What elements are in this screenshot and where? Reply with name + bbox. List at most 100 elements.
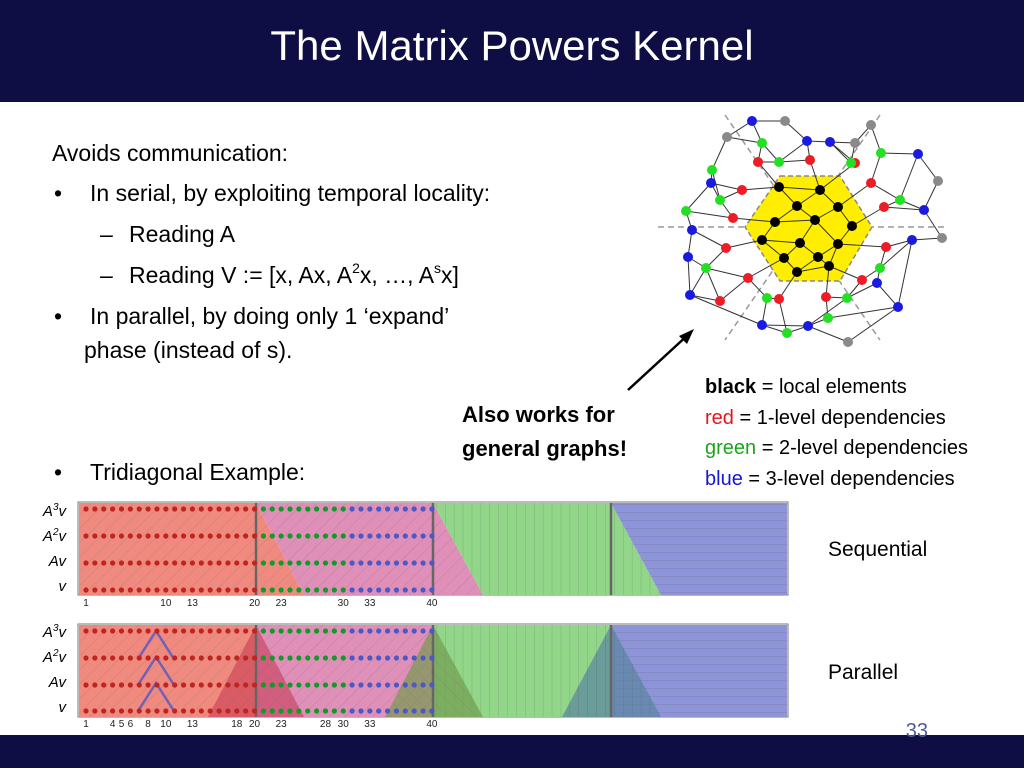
- graph-edge: [809, 159, 821, 191]
- dot: [216, 708, 222, 714]
- dot: [296, 682, 302, 688]
- bullet-tridiagonal: Tridiagonal Example:: [90, 459, 306, 485]
- dot: [127, 560, 133, 566]
- dot: [225, 533, 231, 539]
- legend-black: black = local elements: [705, 376, 907, 398]
- dot: [376, 655, 382, 661]
- dot: [154, 708, 160, 714]
- dot: [127, 682, 133, 688]
- dot: [376, 708, 382, 714]
- dot: [384, 708, 391, 714]
- dot: [172, 655, 178, 661]
- dot: [180, 655, 187, 661]
- dot: [331, 628, 337, 634]
- graph-edge: [870, 152, 882, 184]
- graph-node: [757, 320, 767, 330]
- dot: [127, 708, 133, 714]
- graph-node: [821, 292, 831, 302]
- dot: [225, 506, 231, 512]
- tick-label: 28: [320, 719, 332, 730]
- dot: [127, 533, 133, 539]
- dot: [110, 560, 116, 566]
- dot: [118, 655, 125, 661]
- graph-node: [866, 120, 876, 130]
- dot: [92, 628, 98, 634]
- sub-reading-v: Reading V := [x, Ax, A2x, …, Asx]: [129, 260, 459, 288]
- dot: [234, 533, 240, 539]
- graph-node: [805, 155, 815, 165]
- dot: [136, 682, 142, 688]
- graph-node: [846, 158, 856, 168]
- dot: [358, 628, 364, 634]
- graph-edge: [837, 243, 887, 248]
- graph-node: [737, 185, 747, 195]
- dot: [420, 628, 426, 634]
- dot: [127, 628, 133, 634]
- dot: [83, 533, 89, 539]
- dot: [376, 628, 382, 634]
- dot: [154, 587, 160, 593]
- graph-node: [779, 253, 789, 263]
- dot: [225, 655, 231, 661]
- dot: [154, 533, 160, 539]
- dot: [340, 587, 346, 593]
- dot: [402, 682, 408, 688]
- callout-line2: general graphs!: [462, 436, 628, 461]
- dot: [402, 655, 408, 661]
- dot: [216, 560, 222, 566]
- graph-node: [895, 195, 905, 205]
- graph-node: [757, 138, 767, 148]
- dot: [296, 506, 302, 512]
- graph-node: [824, 261, 834, 271]
- dot: [287, 682, 293, 688]
- graph-edge: [774, 219, 816, 223]
- dot: [429, 655, 435, 661]
- dot: [296, 628, 302, 634]
- graph-edge: [689, 267, 707, 296]
- graph-node: [825, 137, 835, 147]
- dot: [101, 628, 107, 634]
- dot: [145, 587, 151, 593]
- graph-node: [937, 233, 947, 243]
- graph-node: [770, 217, 780, 227]
- sub-reading-a: Reading A: [129, 221, 236, 247]
- graph-edge: [689, 294, 721, 302]
- dot: [225, 628, 231, 634]
- graph-node: [747, 116, 757, 126]
- tick-label: 20: [249, 598, 261, 609]
- tick-label: 4: [110, 719, 116, 730]
- dot: [145, 708, 151, 714]
- dot: [305, 587, 311, 593]
- dot: [314, 655, 320, 661]
- dot: [83, 506, 89, 512]
- dot: [296, 655, 302, 661]
- dot: [163, 708, 169, 714]
- bullet-dot: •: [54, 459, 63, 485]
- graph-node: [802, 136, 812, 146]
- dot: [287, 708, 293, 714]
- dot: [393, 682, 400, 688]
- tick-label: 1: [83, 598, 89, 609]
- dot: [145, 533, 151, 539]
- graph-edge: [879, 239, 913, 269]
- dot: [180, 587, 187, 593]
- general-graph: [658, 114, 947, 347]
- dot: [92, 655, 98, 661]
- graph-edge: [732, 217, 776, 223]
- dot: [101, 587, 107, 593]
- dot: [287, 655, 293, 661]
- graph-node: [857, 275, 867, 285]
- dot: [384, 533, 391, 539]
- dot: [411, 560, 417, 566]
- dot: [83, 708, 89, 714]
- tick-label: 5: [119, 719, 125, 730]
- dot: [101, 655, 107, 661]
- graph-edge: [726, 136, 763, 144]
- graph-node: [919, 205, 929, 215]
- graph-node: [774, 294, 784, 304]
- dot: [340, 708, 346, 714]
- graph-edge: [825, 265, 830, 298]
- tick-label: 40: [426, 719, 438, 730]
- dot: [110, 655, 116, 661]
